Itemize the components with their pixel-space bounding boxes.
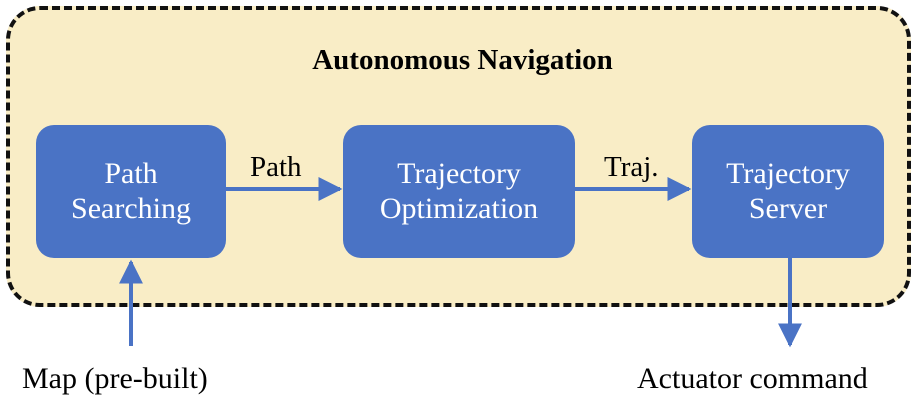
container-title: Autonomous Navigation [312, 44, 613, 76]
trajectory-server-line1: Trajectory [726, 157, 850, 190]
path-edge-label: Path [250, 151, 302, 183]
actuator-output-label: Actuator command [637, 362, 868, 395]
trajectory-server-line2: Server [748, 191, 828, 225]
trajectory-optimization-line2: Optimization [379, 191, 539, 225]
path-searching-node: Path Searching [36, 125, 226, 258]
trajectory-server-node: Trajectory Server [692, 125, 884, 258]
trajectory-optimization-line1: Trajectory [397, 157, 521, 190]
map-input-label: Map (pre-built) [22, 362, 208, 395]
traj-edge-label: Traj. [604, 151, 659, 183]
path-searching-line1: Path [104, 157, 158, 190]
path-searching-line2: Searching [71, 191, 191, 225]
trajectory-optimization-node: Trajectory Optimization [343, 125, 575, 258]
